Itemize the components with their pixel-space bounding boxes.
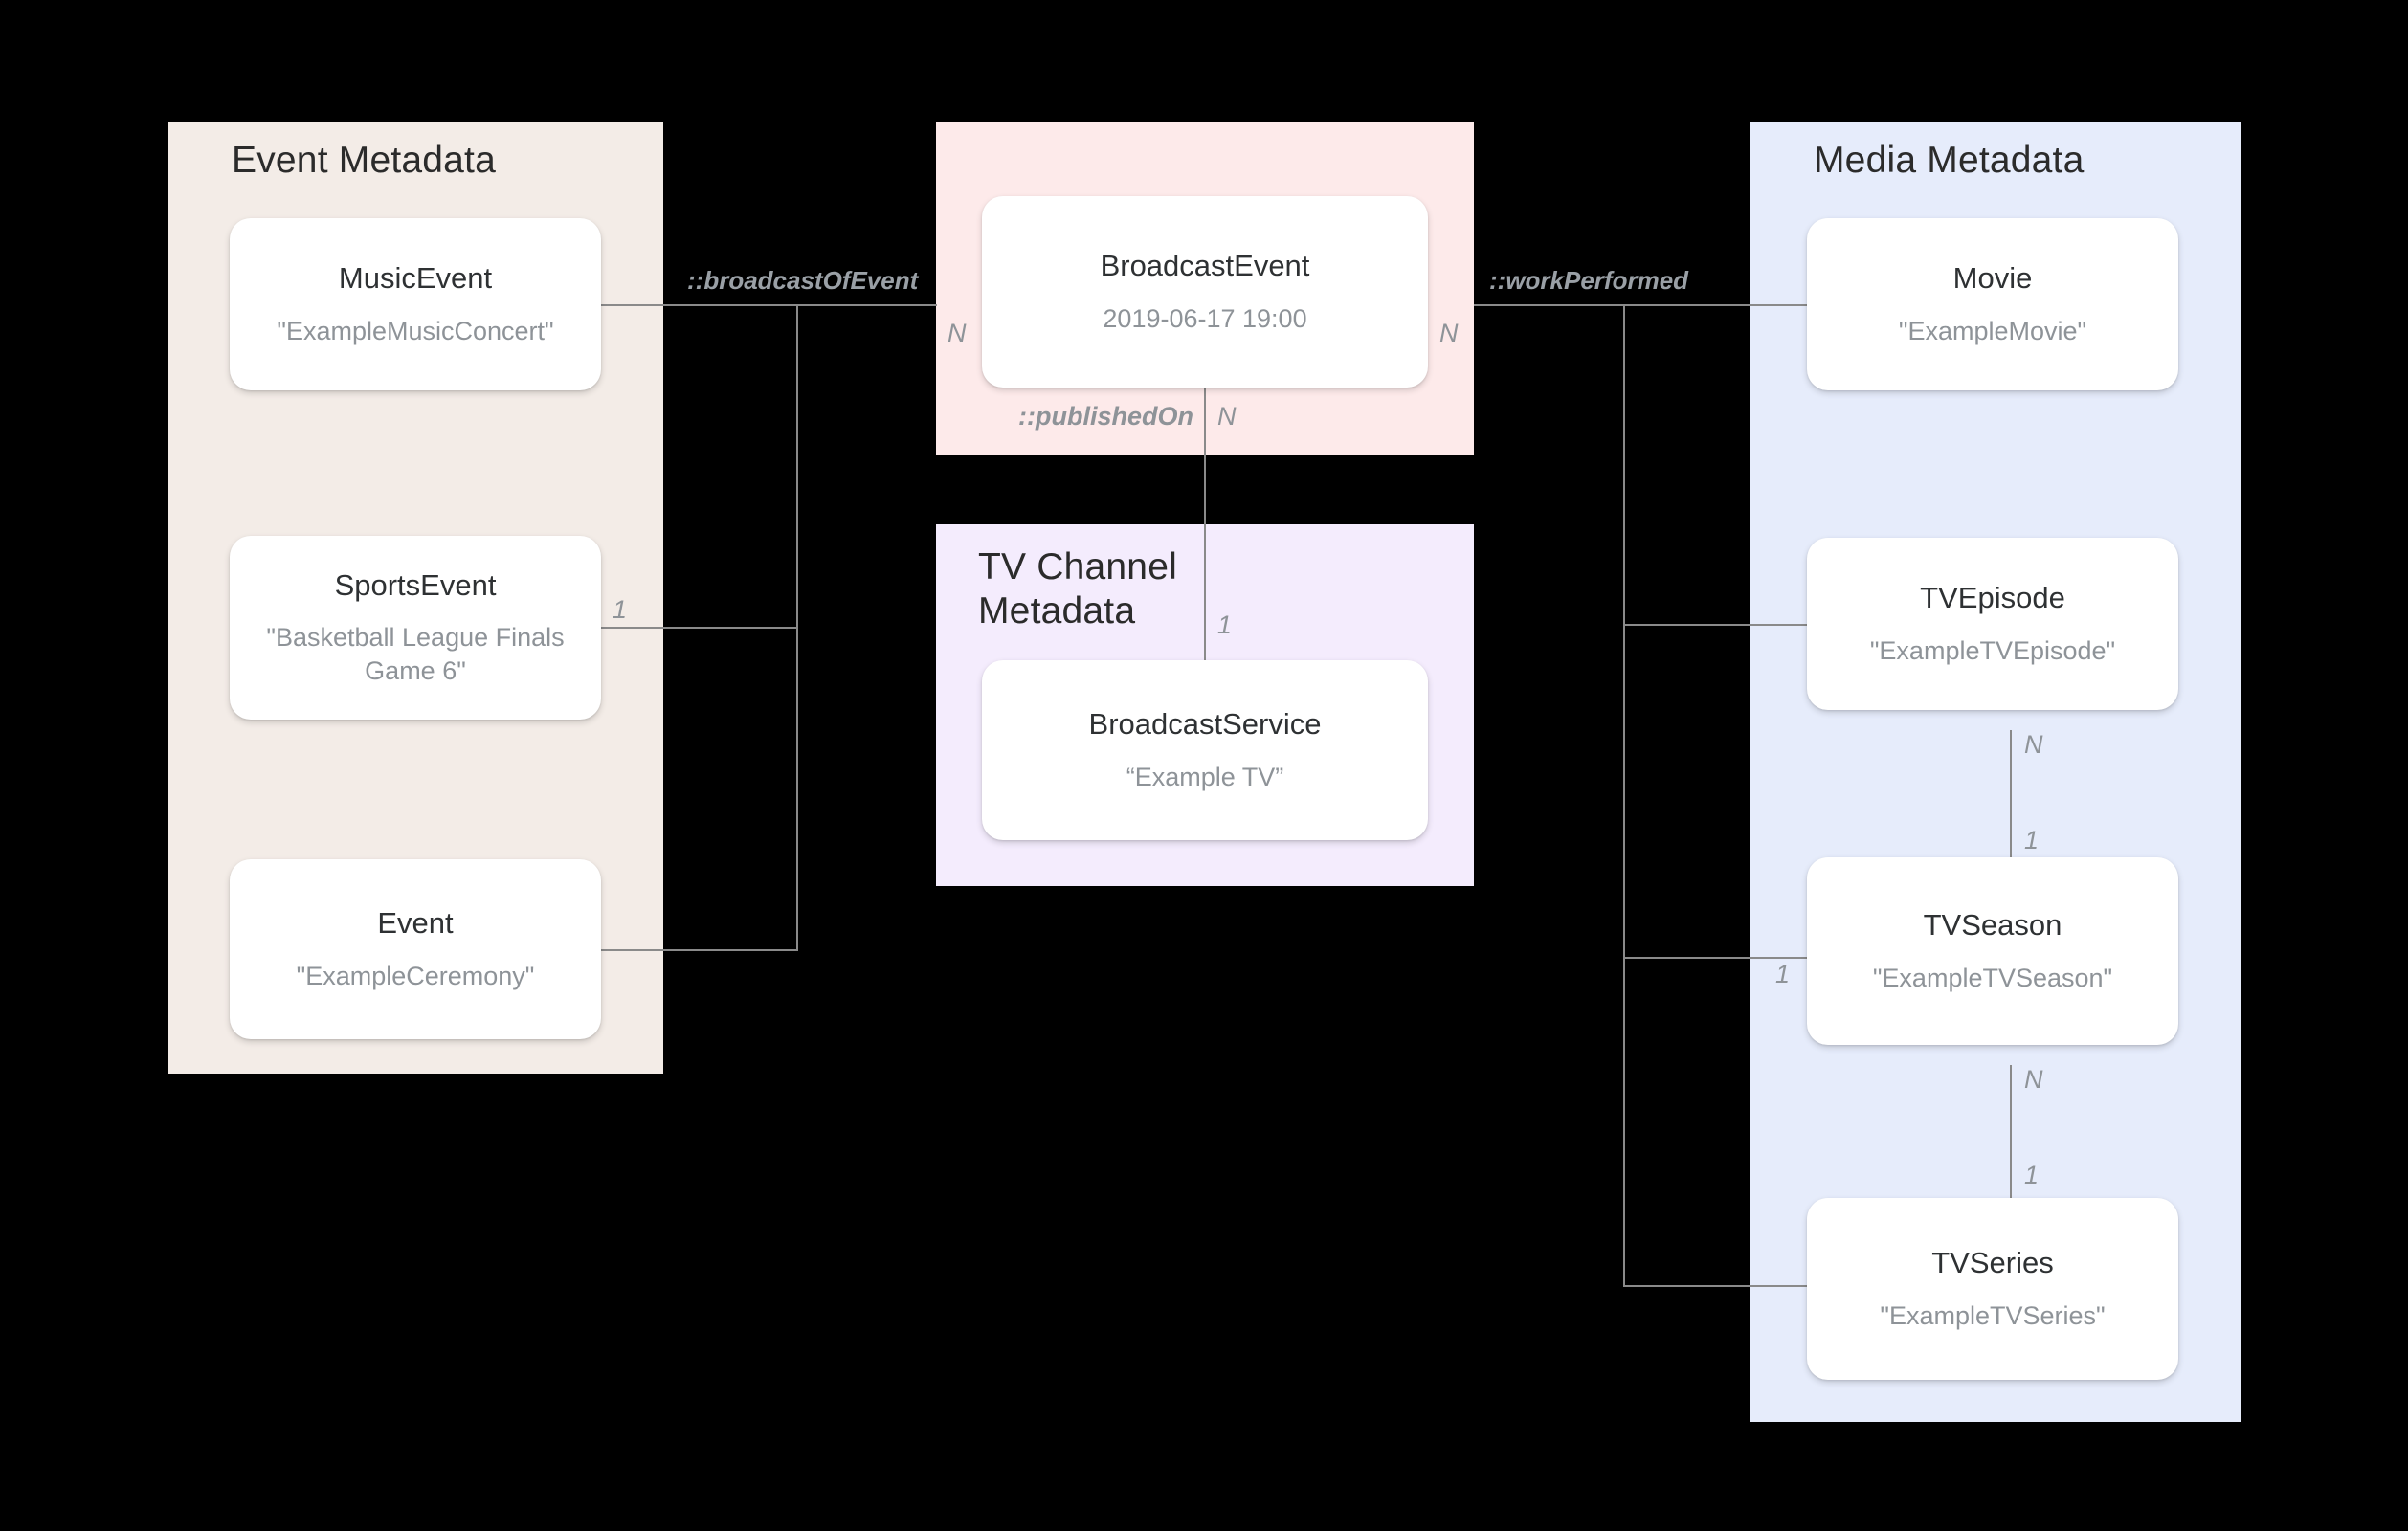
entity-title-broadcast-service: BroadcastService (1088, 707, 1322, 742)
cardinality-broadcast-event-left: N (948, 319, 967, 347)
connector-tv-series-horizontal (1623, 1285, 1807, 1287)
edge-label-broadcast-of-event: ::broadcastOfEvent (687, 266, 919, 295)
entity-value-music-event: "ExampleMusicConcert" (277, 316, 554, 345)
cardinality-published-on-n: N (1217, 402, 1237, 431)
cardinality-tv-season-n: N (2024, 1065, 2043, 1094)
group-title-media-metadata: Media Metadata (1814, 140, 2085, 181)
entity-title-tv-series: TVSeries (1931, 1246, 2054, 1280)
entity-title-movie: Movie (1952, 261, 2033, 296)
entity-value-broadcast-event: 2019-06-17 19:00 (1103, 303, 1307, 333)
connector-event-horizontal (600, 949, 797, 951)
cardinality-tv-season-one-left: 1 (1775, 960, 1791, 988)
entity-value-tv-season: "ExampleTVSeason" (1872, 963, 2113, 992)
entity-card-broadcast-event[interactable]: BroadcastEvent 2019-06-17 19:00 (982, 196, 1428, 388)
entity-value-tv-series: "ExampleTVSeries" (1880, 1300, 2106, 1330)
entity-title-event: Event (377, 906, 454, 941)
connector-music-event-horizontal (600, 304, 937, 306)
entity-card-tv-series[interactable]: TVSeries "ExampleTVSeries" (1807, 1198, 2178, 1380)
entity-card-movie[interactable]: Movie "ExampleMovie" (1807, 218, 2178, 390)
connector-season-series-vertical (2010, 1065, 2012, 1201)
cardinality-sports-event-one: 1 (613, 595, 628, 624)
edge-label-work-performed: ::workPerformed (1489, 266, 1689, 295)
entity-value-movie: "ExampleMovie" (1898, 316, 2087, 345)
entity-title-music-event: MusicEvent (338, 261, 493, 296)
connector-published-on-vertical (1204, 388, 1206, 661)
connector-episode-season-vertical (2010, 730, 2012, 914)
connector-work-performed-horizontal (1474, 304, 1807, 306)
cardinality-tv-season-one-vertical: 1 (2024, 826, 2040, 854)
cardinality-tv-episode-n: N (2024, 730, 2043, 759)
connector-sports-event-horizontal (600, 627, 797, 629)
entity-value-event: "ExampleCeremony" (296, 961, 535, 990)
entity-title-broadcast-event: BroadcastEvent (1100, 249, 1310, 283)
entity-card-music-event[interactable]: MusicEvent "ExampleMusicConcert" (230, 218, 601, 390)
group-title-event-metadata: Event Metadata (232, 140, 496, 181)
edge-label-published-on: ::publishedOn (1018, 402, 1193, 431)
cardinality-broadcast-service-one: 1 (1217, 610, 1233, 639)
entity-value-broadcast-service: “Example TV” (1126, 762, 1284, 791)
group-title-tv-channel-metadata: TV Channel Metadata (978, 546, 1177, 632)
connector-tv-season-horizontal (1623, 957, 1807, 959)
connector-tv-episode-horizontal (1623, 624, 1807, 626)
entity-card-broadcast-service[interactable]: BroadcastService “Example TV” (982, 660, 1428, 840)
entity-card-event[interactable]: Event "ExampleCeremony" (230, 859, 601, 1039)
entity-title-sports-event: SportsEvent (334, 567, 497, 602)
connector-event-trunk-vertical (796, 304, 798, 951)
entity-value-tv-episode: "ExampleTVEpisode" (1869, 635, 2116, 665)
entity-card-tv-episode[interactable]: TVEpisode "ExampleTVEpisode" (1807, 538, 2178, 710)
entity-title-tv-episode: TVEpisode (1920, 581, 2065, 615)
entity-title-tv-season: TVSeason (1923, 908, 2062, 943)
entity-card-tv-season[interactable]: TVSeason "ExampleTVSeason" (1807, 857, 2178, 1045)
cardinality-tv-series-one: 1 (2024, 1161, 2040, 1189)
entity-value-sports-event: "Basketball League Finals Game 6" (266, 623, 565, 686)
connector-media-trunk-vertical (1623, 304, 1625, 1287)
cardinality-broadcast-event-right: N (1439, 319, 1459, 347)
entity-card-sports-event[interactable]: SportsEvent "Basketball League Finals Ga… (230, 536, 601, 720)
